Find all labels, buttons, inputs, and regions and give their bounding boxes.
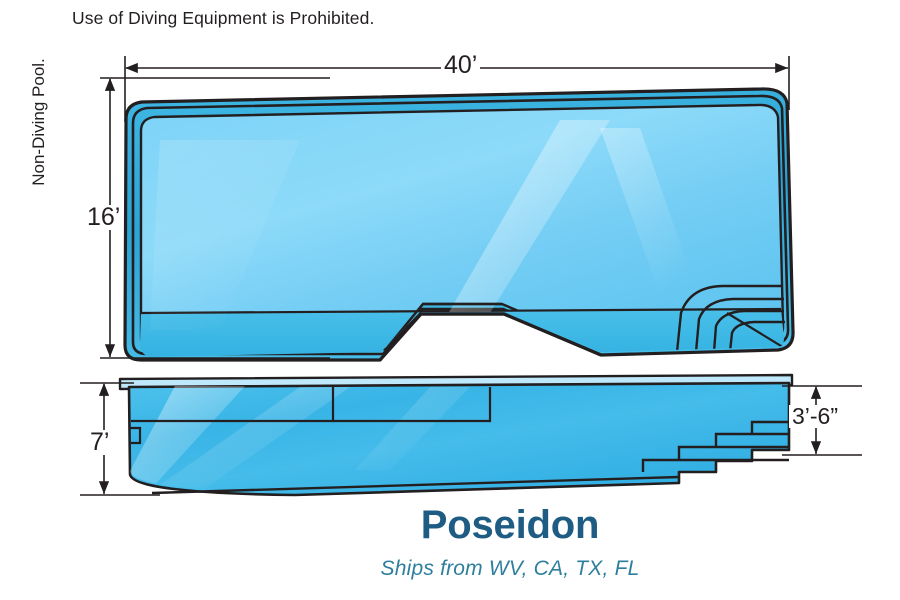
non-diving-pool-label: Non-Diving Pool. — [29, 58, 48, 186]
dimension-height-16ft: 16’ — [84, 205, 124, 230]
pool-model-name-text: Poseidon — [420, 503, 600, 547]
section-sheen-c — [355, 387, 470, 470]
plan-notch-border — [378, 312, 602, 362]
plan-shallow-ledge — [140, 309, 784, 357]
plan-step-arc-4 — [728, 320, 785, 353]
section-bench-line-right — [333, 387, 492, 423]
dimension-deep-end-7ft: 7’ — [87, 430, 113, 455]
section-step-3 — [677, 445, 789, 460]
plan-step-arc-3 — [712, 309, 784, 353]
ships-from-label: Ships from WV, CA, TX, FL — [0, 557, 900, 581]
section-step-4 — [641, 458, 789, 472]
section-step-stack — [641, 420, 789, 472]
plan-sheen-soft — [150, 140, 300, 330]
section-floor-slope — [151, 475, 680, 495]
plan-center-notch — [381, 316, 600, 360]
dimension-width-40ft: 40’ — [441, 53, 481, 78]
ships-from-text: Ships from WV, CA, TX, FL — [380, 557, 640, 580]
diving-prohibited-notice: Use of Diving Equipment is Prohibited. — [72, 8, 375, 28]
plan-sheen-major — [430, 120, 610, 345]
plan-sheen-minor — [600, 128, 700, 300]
section-sheen-a — [121, 386, 245, 490]
section-step-1 — [750, 420, 789, 434]
pool-model-name: Poseidon — [0, 503, 900, 548]
plan-step-arc-1 — [675, 284, 783, 353]
section-sheen-b — [150, 387, 350, 492]
plan-chamfer-right — [726, 312, 787, 350]
section-deep-wall-notch — [129, 426, 142, 445]
plan-notch-outline — [385, 302, 502, 350]
plan-view-group — [123, 87, 795, 362]
plan-step-arc-2 — [694, 297, 784, 353]
section-view-group — [118, 373, 794, 497]
dimension-shallow-end-3ft6in: 3’-6” — [789, 405, 842, 428]
section-step-2 — [714, 432, 789, 447]
plan-corner-steps — [675, 284, 785, 353]
